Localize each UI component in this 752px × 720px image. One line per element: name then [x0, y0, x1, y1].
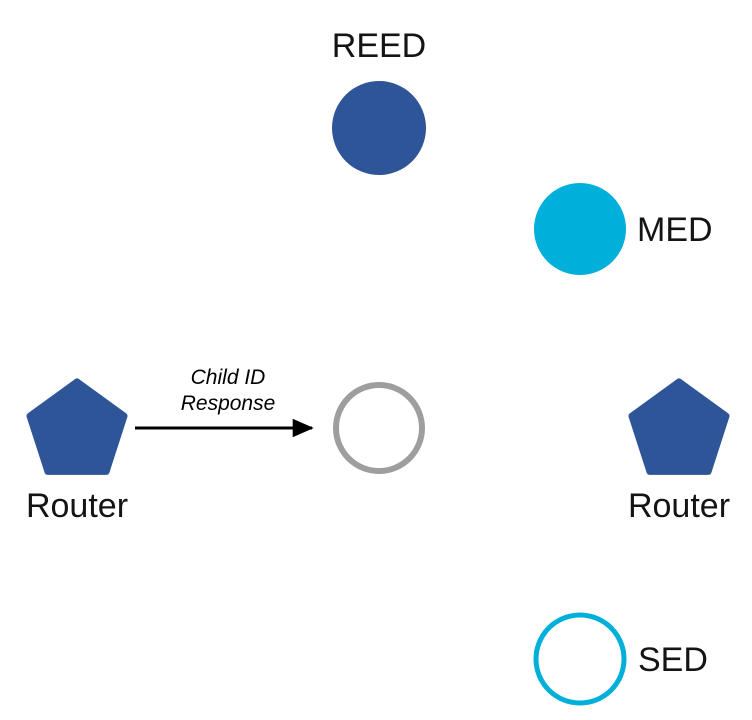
- node-label-med: MED: [637, 211, 713, 249]
- edge-label-child-id-response-line2: Response: [181, 392, 276, 415]
- node-sed[interactable]: SED: [533, 612, 708, 706]
- router-circle-outline-icon-center[interactable]: [333, 382, 425, 474]
- edge-label-child-id-response-line1: Child ID: [191, 366, 266, 389]
- node-med[interactable]: MED: [534, 183, 713, 275]
- router-pentagon-icon-left[interactable]: [26, 378, 128, 475]
- node-router-center[interactable]: [333, 382, 425, 474]
- node-label-sed: SED: [638, 641, 708, 679]
- node-reed[interactable]: REED: [332, 27, 426, 175]
- node-router-right[interactable]: Router: [628, 378, 730, 525]
- edge-child-id-response: Child ID Response: [135, 366, 314, 438]
- reed-circle-icon[interactable]: [332, 81, 426, 175]
- med-circle-icon[interactable]: [534, 183, 626, 275]
- node-label-router-right: Router: [628, 487, 730, 525]
- sed-circle-outline-icon[interactable]: [533, 612, 627, 706]
- node-label-router-left: Router: [26, 487, 128, 525]
- router-pentagon-icon-right[interactable]: [628, 378, 730, 475]
- node-label-reed: REED: [332, 27, 426, 65]
- node-router-left[interactable]: Router: [26, 378, 128, 525]
